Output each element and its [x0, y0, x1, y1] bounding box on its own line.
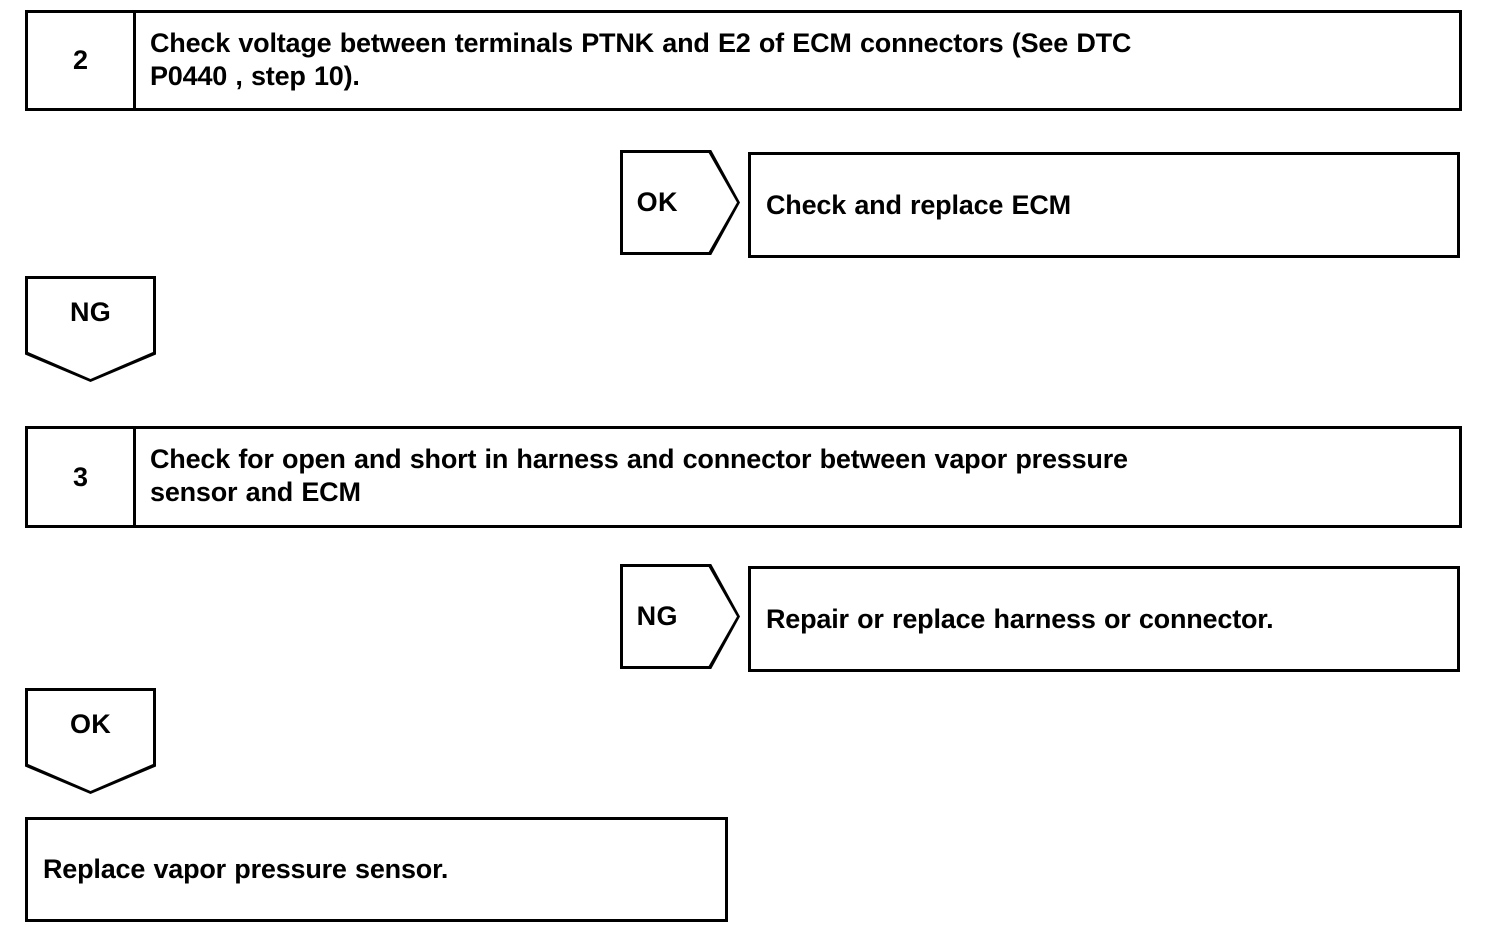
result-repair-or-replace-harness: Repair or replace harness or connector.	[748, 566, 1460, 672]
result-replace-vapor-pressure-sensor: Replace vapor pressure sensor.	[25, 817, 728, 922]
result-check-and-replace-ecm-label: Check and replace ECM	[766, 189, 1071, 220]
step-2-number: 2	[28, 13, 136, 108]
step-2-instruction-line-2: P0440 , step 10).	[150, 60, 360, 91]
ng-arrow-step-2-label: NG	[69, 296, 112, 327]
ok-arrow-step-2: OK	[620, 150, 740, 255]
ok-arrow-step-2-fill	[623, 153, 737, 252]
step-2-instruction: Check voltage between terminals PTNK and…	[136, 13, 1459, 108]
ng-arrow-step-3-fill	[623, 567, 737, 666]
ng-arrow-step-3: NG	[620, 564, 740, 669]
result-check-and-replace-ecm: Check and replace ECM	[748, 152, 1460, 258]
step-2-instruction-line-1: Check voltage between terminals PTNK and…	[150, 28, 1132, 58]
step-3-box: 3 Check for open and short in harness an…	[25, 426, 1462, 528]
step-3-instruction-line-2: sensor and ECM	[150, 476, 361, 507]
result-replace-vapor-pressure-sensor-label: Replace vapor pressure sensor.	[43, 854, 449, 884]
ok-arrow-step-2-label: OK	[636, 187, 678, 217]
ng-arrow-step-2: NG	[25, 276, 156, 382]
result-repair-or-replace-harness-label: Repair or replace harness or connector.	[766, 603, 1274, 634]
step-3-number: 3	[28, 429, 136, 525]
ng-arrow-step-3-label: NG	[636, 601, 678, 631]
step-2-box: 2 Check voltage between terminals PTNK a…	[25, 10, 1462, 111]
step-3-instruction: Check for open and short in harness and …	[136, 429, 1459, 525]
step-3-instruction-line-1: Check for open and short in harness and …	[150, 444, 1128, 474]
ok-arrow-step-3: OK	[25, 688, 156, 794]
ok-arrow-step-3-label: OK	[69, 708, 112, 739]
